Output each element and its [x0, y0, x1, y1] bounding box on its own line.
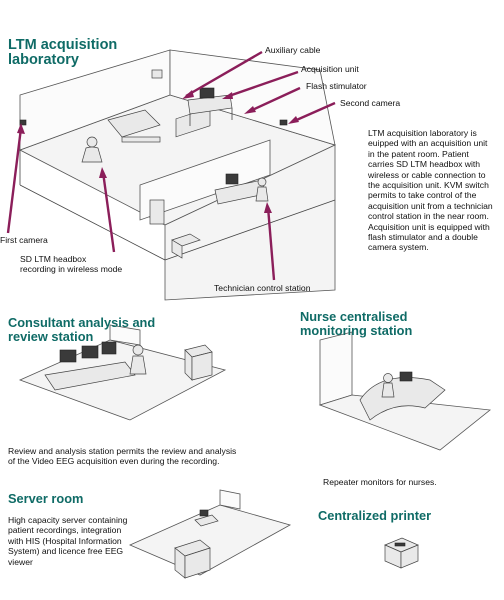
- label-first-camera: First camera: [0, 235, 48, 245]
- nurse-wall: [319, 331, 353, 406]
- server-title: Server room: [8, 491, 84, 506]
- arrow-first-camera: [6, 127, 23, 234]
- consultant-desk: [44, 361, 136, 391]
- technician-body: [255, 186, 269, 202]
- nurse-station-sketch: [318, 331, 492, 451]
- ltm-description: LTM acquisition laboratory is euipped wi…: [368, 128, 493, 253]
- nurse-title: Nurse centralised monitoring station: [300, 309, 413, 338]
- printer-title: Centralized printer: [318, 508, 432, 523]
- bed-base: [121, 136, 161, 143]
- nurse-floor: [318, 394, 492, 451]
- arrow-headbox: [101, 171, 116, 253]
- patient-body: [81, 146, 103, 163]
- server-rack-front: [184, 547, 211, 579]
- arrow-technician-station: [266, 206, 276, 281]
- partition-door: [149, 199, 165, 225]
- nurse-counter: [359, 377, 446, 421]
- ltm-title: LTM acquisition laboratory: [8, 37, 118, 68]
- arrow-auxiliary-cable: [185, 50, 263, 98]
- server-wall: [219, 489, 241, 510]
- first-camera-device: [19, 119, 27, 126]
- label-flash-stimulator: Flash stimulator: [306, 81, 367, 91]
- server-desk: [194, 514, 219, 527]
- floor-box-side: [171, 239, 183, 259]
- consultant-monitor-2: [81, 345, 99, 359]
- consultant-head: [132, 344, 144, 356]
- acquisition-monitor: [199, 87, 215, 99]
- technician-head: [257, 177, 267, 187]
- label-headbox: SD LTM headbox recording in wireless mod…: [20, 254, 123, 274]
- printer-front: [400, 544, 419, 569]
- patient-head: [86, 136, 98, 148]
- cabinet-front: [191, 351, 213, 381]
- server-room-sketch: [129, 489, 292, 579]
- nurse-body: [381, 382, 395, 398]
- server-monitor: [199, 509, 209, 517]
- partition-wall: [139, 139, 271, 221]
- consultant-title: Consultant analysis and review station: [8, 315, 156, 344]
- ltm-laboratory-sketch: [19, 49, 337, 301]
- arrow-second-camera: [291, 101, 336, 124]
- arrow-flash-stimulator: [247, 86, 301, 114]
- consultant-screen-wall: [109, 324, 141, 346]
- second-camera-device: [279, 119, 288, 126]
- server-description: High capacity server containing patient …: [8, 515, 128, 567]
- label-second-camera: Second camera: [340, 98, 401, 108]
- label-acquisition-unit: Acquisition unit: [301, 64, 359, 74]
- label-auxiliary-cable: Auxiliary cable: [265, 45, 321, 55]
- repeater-monitor: [399, 371, 413, 382]
- bed: [107, 109, 161, 138]
- consultant-station-sketch: [18, 324, 227, 421]
- consultant-body: [129, 355, 147, 375]
- printer-sketch: [384, 537, 419, 569]
- arrow-acquisition-unit: [225, 70, 299, 99]
- technician-monitor: [225, 173, 239, 185]
- printer-tray: [394, 542, 406, 547]
- nurse-description: Repeater monitors for nurses.: [323, 477, 437, 487]
- control-room-floor: [164, 144, 336, 301]
- nurse-head: [383, 373, 393, 383]
- wall-picture: [151, 69, 163, 79]
- consultant-description: Review and analysis station permits the …: [8, 446, 237, 467]
- label-technician-station: Technician control station: [214, 283, 311, 293]
- consultant-monitor-3: [101, 341, 117, 355]
- callout-arrows: [6, 50, 336, 281]
- consultant-monitor-1: [59, 349, 77, 363]
